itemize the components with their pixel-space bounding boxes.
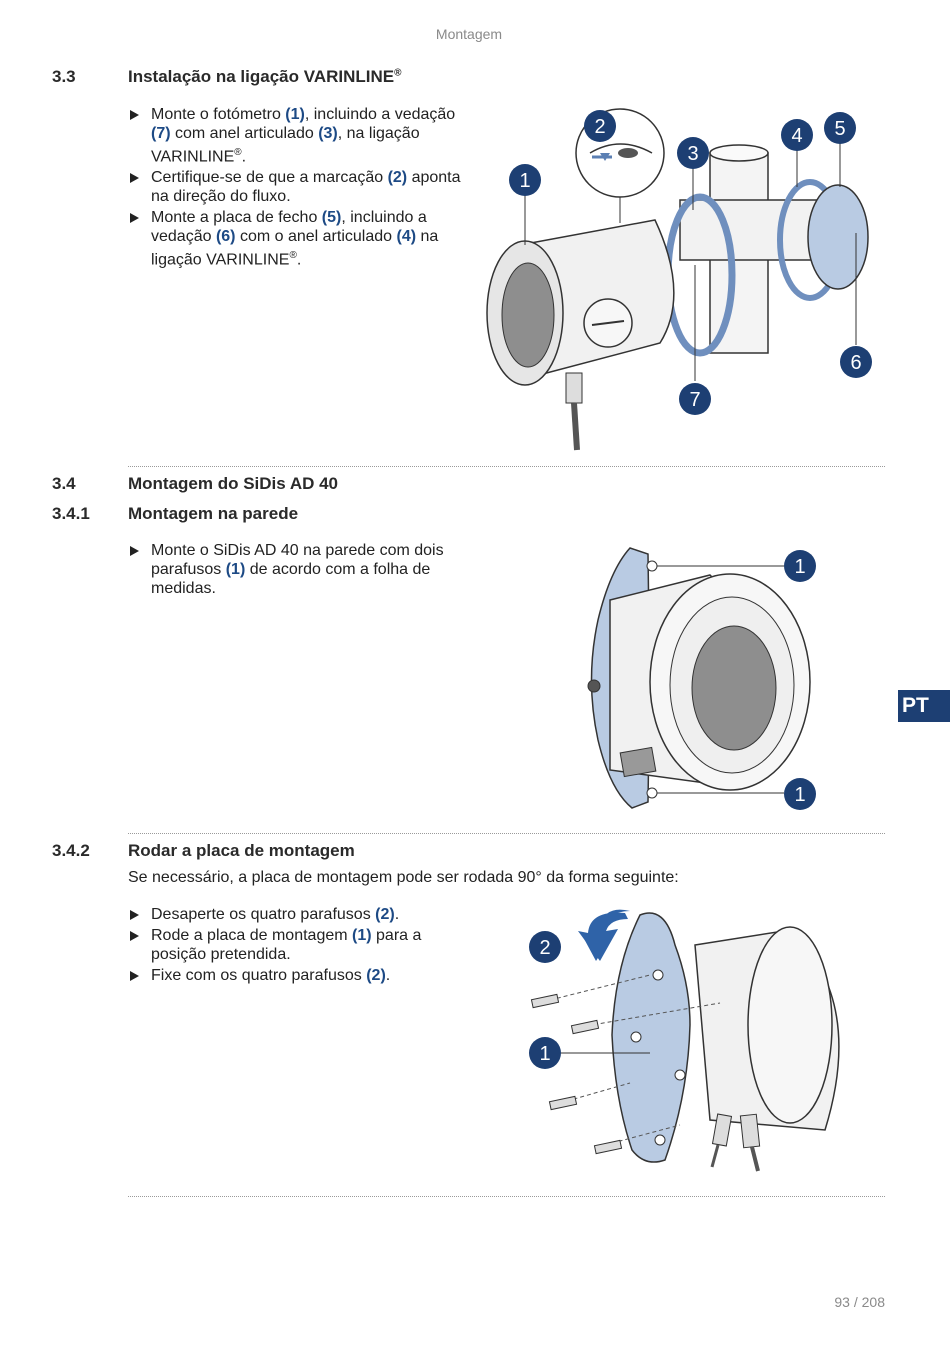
page-number: 93 / 208 (834, 1294, 885, 1310)
instruction-list-3-3: Monte o fotómetro (1), incluindo a vedaç… (128, 105, 468, 272)
svg-text:4: 4 (791, 125, 802, 147)
callout-4: 4 (781, 119, 813, 151)
svg-text:1: 1 (519, 170, 530, 192)
instruction-item: Monte o fotómetro (1), incluindo a vedaç… (128, 105, 468, 166)
section-divider (128, 833, 885, 834)
instruction-list-3-4-2: Desaperte os quatro parafusos (2). Rode … (128, 905, 448, 987)
section-title-3-3: Instalação na ligação VARINLINE® (128, 67, 401, 87)
section-title-text: Instalação na ligação VARINLINE (128, 67, 395, 86)
varinline-installation-figure: 1 2 3 4 5 6 7 (486, 108, 872, 451)
mounting-plate (611, 912, 691, 1163)
callout-7: 7 (679, 383, 711, 415)
svg-text:7: 7 (689, 389, 700, 411)
svg-text:1: 1 (794, 784, 805, 806)
closing-plate-5 (807, 184, 869, 290)
svg-text:5: 5 (834, 118, 845, 140)
callout-1: 1 (509, 164, 541, 196)
callout-2: 2 (529, 931, 561, 963)
instruction-item: Monte a placa de fecho (5), incluindo a … (128, 208, 468, 269)
callout-5: 5 (824, 112, 856, 144)
callout-3: 3 (677, 137, 709, 169)
section-number-3-4: 3.4 (52, 474, 76, 493)
language-tab: PT (898, 690, 950, 722)
wall-mounting-figure: 1 1 (587, 547, 816, 810)
section-intro-text: Se necessário, a placa de montagem pode … (128, 869, 679, 886)
section-title-3-4-2: Rodar a placa de montagem (128, 841, 355, 860)
svg-text:3: 3 (687, 143, 698, 165)
registered-mark: ® (394, 67, 402, 79)
section-divider (128, 1196, 885, 1197)
instruction-list-3-4-1: Monte o SiDis AD 40 na parede com dois p… (128, 541, 448, 600)
svg-text:2: 2 (539, 937, 550, 959)
svg-text:1: 1 (794, 556, 805, 578)
svg-text:1: 1 (539, 1043, 550, 1065)
rotate-plate-figure: 2 1 (529, 909, 840, 1172)
svg-text:6: 6 (850, 352, 861, 374)
callout-6: 6 (840, 346, 872, 378)
running-header: Montagem (435, 26, 503, 42)
section-title-3-4: Montagem do SiDis AD 40 (128, 474, 339, 493)
section-number-3-3: 3.3 (52, 67, 76, 86)
instruction-item: Desaperte os quatro parafusos (2). (128, 905, 448, 924)
section-number-3-4-1: 3.4.1 (52, 504, 90, 523)
instruction-item: Certifique-se de que a marcação (2) apon… (128, 168, 468, 206)
callout-1: 1 (529, 1037, 561, 1069)
instruction-item: Fixe com os quatro parafusos (2). (128, 966, 448, 985)
callout-2: 2 (584, 110, 616, 142)
callout-1-bottom: 1 (784, 778, 816, 810)
callout-1-top: 1 (784, 550, 816, 582)
section-title-3-4-1: Montagem na parede (128, 504, 299, 523)
section-number-3-4-2: 3.4.2 (52, 841, 90, 860)
instruction-item: Rode a placa de montagem (1) para a posi… (128, 926, 448, 964)
section-divider (128, 466, 885, 467)
svg-text:2: 2 (594, 116, 605, 138)
instruction-item: Monte o SiDis AD 40 na parede com dois p… (128, 541, 448, 598)
